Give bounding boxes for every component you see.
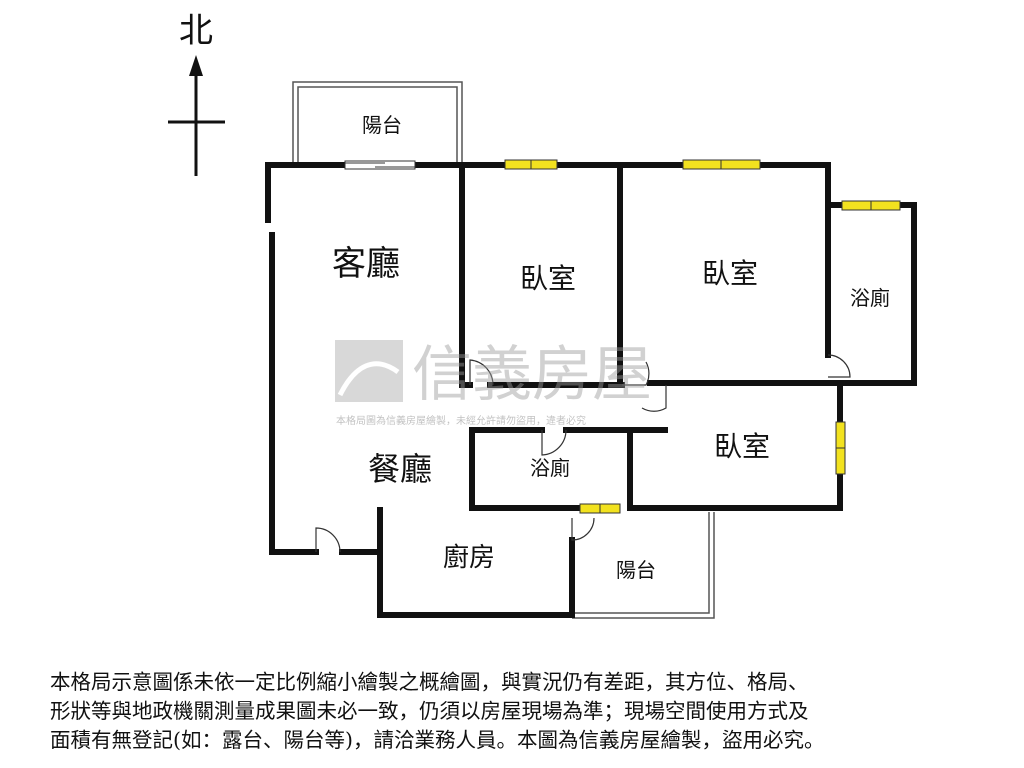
watermark-brand: 信義房屋 bbox=[412, 340, 652, 410]
watermark: 信義房屋 本格局圖為信義房屋繪製，未經允許請勿盜用，違者必究 bbox=[335, 340, 652, 427]
watermark-logo-stroke bbox=[337, 361, 400, 397]
door-swing-bedroom-1 bbox=[469, 359, 494, 386]
walls bbox=[265, 162, 917, 618]
balcony-outlines bbox=[292, 81, 715, 619]
floor-plan: 北 bbox=[168, 11, 917, 619]
room-label-balcony-2: 陽台 bbox=[616, 558, 656, 582]
compass: 北 bbox=[168, 11, 225, 176]
door-swing-balcony-2 bbox=[571, 517, 595, 541]
door-swings bbox=[315, 354, 851, 553]
sliding-door-frame bbox=[344, 160, 416, 170]
north-arrow-icon bbox=[189, 55, 203, 76]
balcony-1-inner-outline bbox=[297, 86, 458, 162]
door-swing-bedroom-2 bbox=[622, 361, 650, 386]
room-label-bathroom-2: 浴廁 bbox=[530, 456, 570, 480]
door-swing-hall bbox=[641, 385, 667, 412]
room-label-bathroom-1: 浴廁 bbox=[850, 286, 890, 310]
door-swing-entrance bbox=[315, 527, 341, 553]
disclaimer-text: 本格局示意圖係未依一定比例縮小繪製之概繪圖，與實況仍有差距，其方位、格局、 形狀… bbox=[50, 668, 980, 755]
windows bbox=[504, 159, 901, 514]
watermark-caption: 本格局圖為信義房屋繪製，未經允許請勿盜用，違者必究 bbox=[336, 414, 586, 427]
door-swing-bathroom-2 bbox=[541, 429, 567, 456]
sliding-door bbox=[344, 160, 416, 170]
room-label-dining-room: 餐廳 bbox=[368, 450, 432, 488]
disclaimer-line: 本格局示意圖係未依一定比例縮小繪製之概繪圖，與實況仍有差距，其方位、格局、 bbox=[50, 670, 809, 694]
disclaimer-line: 形狀等與地政機關測量成果圖未必一致，仍須以房屋現場為準；現場空間使用方式及 bbox=[50, 699, 809, 723]
room-label-living-room: 客廳 bbox=[332, 244, 400, 284]
door-swing-bathroom-1 bbox=[827, 354, 851, 378]
room-label-balcony-1: 陽台 bbox=[362, 113, 402, 137]
watermark-logo-icon bbox=[335, 340, 403, 402]
room-label-bedroom-2: 臥室 bbox=[702, 257, 758, 290]
balcony-2-inner-outline bbox=[572, 512, 710, 614]
room-label-bedroom-3: 臥室 bbox=[714, 430, 770, 463]
balcony-1-outline bbox=[292, 81, 463, 162]
room-label-kitchen: 廚房 bbox=[443, 543, 495, 573]
room-label-bedroom-1: 臥室 bbox=[520, 262, 576, 295]
north-label: 北 bbox=[179, 11, 213, 51]
disclaimer-line: 面積有無登記(如：露台、陽台等)，請洽業務人員。本圖為信義房屋繪製，盜用必究。 bbox=[50, 728, 825, 752]
balcony-2-outline bbox=[572, 512, 715, 619]
